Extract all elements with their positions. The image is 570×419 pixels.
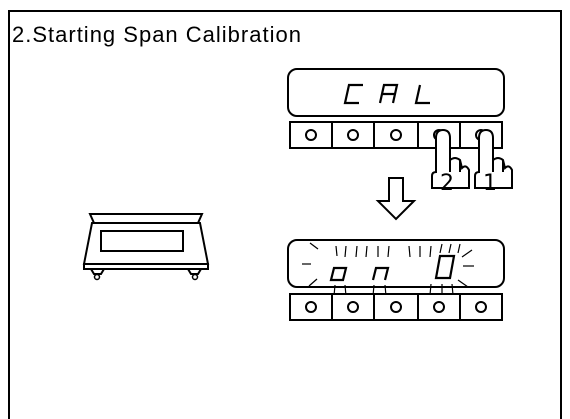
press-order-label-1: 1: [483, 171, 497, 196]
key-3[interactable]: [390, 129, 402, 141]
bottom-keypad: [289, 293, 503, 321]
blink-indicator: [302, 242, 474, 297]
finger-press-icon-2: [431, 128, 470, 189]
section-title: 2.Starting Span Calibration: [12, 22, 302, 47]
key-2-bottom[interactable]: [347, 301, 359, 313]
key-1[interactable]: [305, 129, 317, 141]
display-text-cal: [343, 83, 430, 105]
key-2[interactable]: [347, 129, 359, 141]
finger-press-icon-1: [474, 128, 513, 189]
press-order-label-2: 2: [440, 171, 454, 196]
display-text-on-0: [329, 254, 456, 282]
diagram-frame: 2.Starting Span Calibration: [8, 10, 562, 419]
scale-icon: [82, 213, 210, 281]
top-display: [287, 68, 505, 117]
top-keypad: [289, 121, 503, 149]
key-4-bottom[interactable]: [433, 301, 445, 313]
key-3-bottom[interactable]: [390, 301, 402, 313]
key-1-bottom[interactable]: [305, 301, 317, 313]
key-5-bottom[interactable]: [475, 301, 487, 313]
down-arrow-icon: [375, 177, 417, 221]
bottom-display: [287, 239, 505, 297]
